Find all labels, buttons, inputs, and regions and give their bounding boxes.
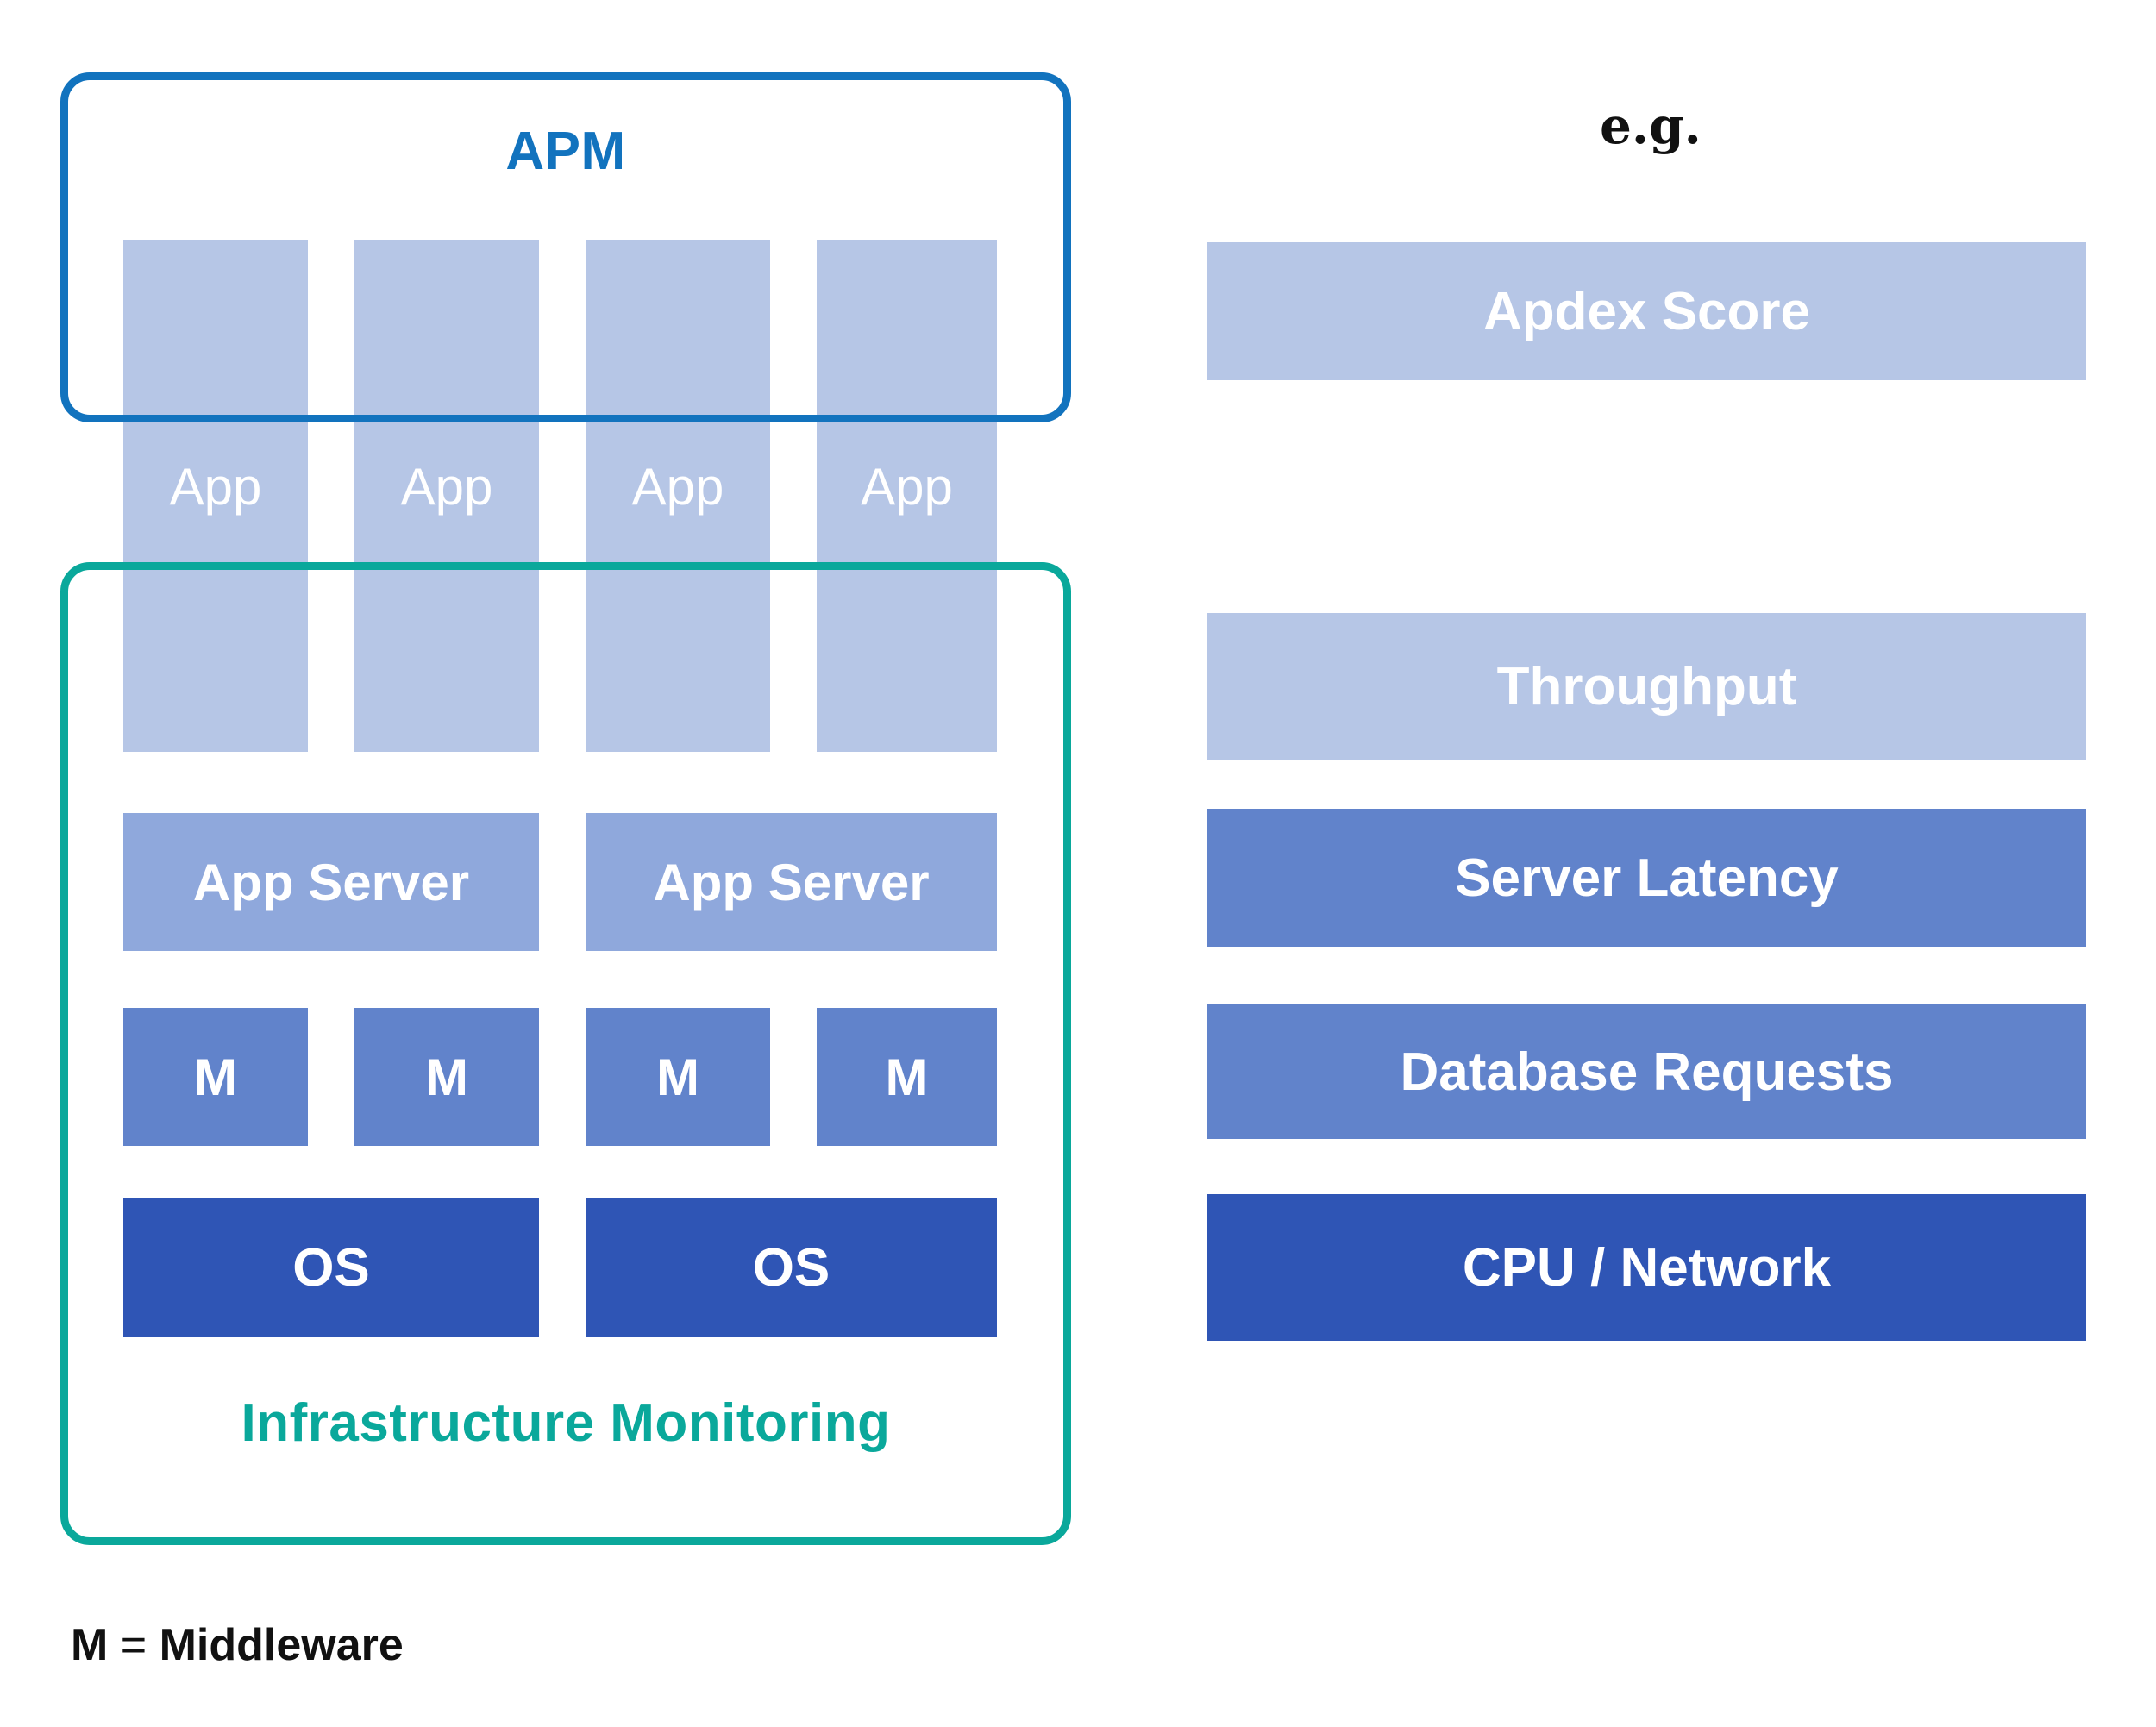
middleware-block-3: M [586, 1008, 770, 1146]
legend-value: Middleware [159, 1620, 404, 1670]
example-bar-apdex-score: Apdex Score [1207, 242, 2086, 380]
infrastructure-group-title: Infrastructure Monitoring [241, 1393, 891, 1453]
os-block-2: OS [586, 1198, 997, 1337]
legend-key: M [71, 1620, 109, 1670]
example-bar-database-requests-label: Database Requests [1400, 1042, 1894, 1102]
app-server-block-2: App Server [586, 813, 997, 951]
examples-heading: e.g. [1600, 97, 1702, 155]
example-bar-server-latency-label: Server Latency [1455, 848, 1839, 908]
os-block-1: OS [123, 1198, 539, 1337]
example-bar-apdex-score-label: Apdex Score [1482, 281, 1811, 341]
middleware-block-2: M [354, 1008, 539, 1146]
app-column-1-label: App [169, 458, 262, 516]
legend-equals: = [108, 1620, 160, 1670]
infrastructure-group-frame [60, 562, 1071, 1545]
os-block-1-label: OS [292, 1237, 370, 1298]
middleware-block-4-label: M [885, 1048, 929, 1106]
legend-middleware: M = Middleware [71, 1619, 404, 1671]
app-column-1 [123, 240, 308, 752]
os-block-2-label: OS [752, 1237, 830, 1298]
app-column-4 [817, 240, 997, 752]
app-server-block-1-label: App Server [192, 853, 470, 911]
middleware-block-3-label: M [656, 1048, 699, 1106]
app-column-4-label: App [861, 458, 953, 516]
middleware-block-1-label: M [194, 1048, 237, 1106]
app-server-block-2-label: App Server [653, 853, 930, 911]
middleware-block-4: M [817, 1008, 997, 1146]
example-bar-server-latency: Server Latency [1207, 809, 2086, 947]
middleware-block-2-label: M [425, 1048, 468, 1106]
app-column-3-label: App [631, 458, 724, 516]
app-column-2-label: App [400, 458, 493, 516]
example-bar-cpu-network-label: CPU / Network [1462, 1237, 1832, 1298]
apm-group-title: APM [505, 122, 626, 181]
app-column-2 [354, 240, 539, 752]
example-bar-throughput: Throughput [1207, 613, 2086, 760]
app-column-3 [586, 240, 770, 752]
example-bar-throughput-label: Throughput [1496, 656, 1797, 716]
apm-group-frame [60, 72, 1071, 422]
middleware-block-1: M [123, 1008, 308, 1146]
app-server-block-1: App Server [123, 813, 539, 951]
example-bar-cpu-network: CPU / Network [1207, 1194, 2086, 1341]
example-bar-database-requests: Database Requests [1207, 1004, 2086, 1139]
